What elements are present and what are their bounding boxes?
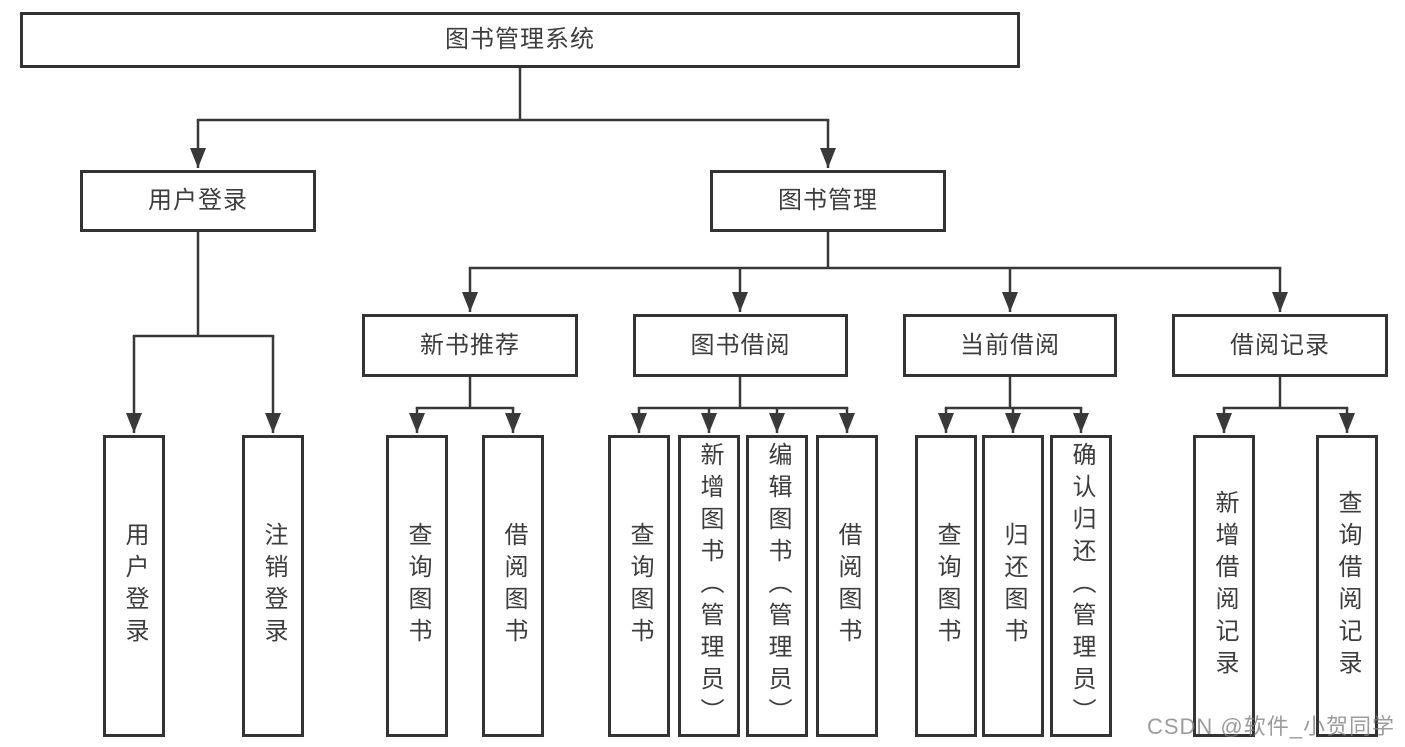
node-root: 图书管理系统 (20, 12, 1020, 68)
leaf-query-books-current: 查询图书 (915, 435, 977, 737)
leaf-confirm-return-admin: 确认归还（管理员） (1050, 435, 1112, 737)
leaf-query-books-recommend: 查询图书 (386, 435, 448, 737)
leaf-borrow-books-borrow: 借阅图书 (816, 435, 878, 737)
node-book-borrowing: 图书借阅 (633, 314, 848, 377)
connector-book-management-children (462, 230, 1288, 312)
leaf-add-borrow-record-label: 新增借阅记录 (1211, 490, 1238, 682)
node-current-borrowing: 当前借阅 (903, 314, 1117, 377)
leaf-add-book-admin-label: 新增图书（管理员） (696, 442, 723, 730)
node-new-book-recommend-label: 新书推荐 (420, 331, 520, 359)
connector-user-login-children (126, 230, 281, 433)
leaf-query-books-borrow: 查询图书 (608, 435, 670, 737)
leaf-user-login: 用户登录 (103, 435, 165, 737)
connector-book-borrowing-children (631, 375, 855, 433)
leaf-query-books-recommend-label: 查询图书 (404, 522, 431, 650)
leaf-borrow-books-borrow-label: 借阅图书 (834, 522, 861, 650)
leaf-edit-book-admin: 编辑图书（管理员） (746, 435, 808, 737)
leaf-logout: 注销登录 (242, 435, 304, 737)
leaf-borrow-books-recommend-label: 借阅图书 (500, 522, 527, 650)
node-book-management: 图书管理 (710, 170, 946, 232)
node-current-borrowing-label: 当前借阅 (960, 331, 1060, 359)
leaf-user-login-label: 用户登录 (121, 522, 148, 650)
leaf-add-borrow-record: 新增借阅记录 (1193, 435, 1255, 737)
connector-root-to-level2 (190, 66, 836, 168)
leaf-edit-book-admin-label: 编辑图书（管理员） (764, 442, 791, 730)
leaf-logout-label: 注销登录 (260, 522, 287, 650)
node-borrowing-records: 借阅记录 (1172, 314, 1388, 377)
leaf-query-borrow-record: 查询借阅记录 (1316, 435, 1378, 737)
leaf-query-borrow-record-label: 查询借阅记录 (1334, 490, 1361, 682)
connector-new-book-recommend-children (409, 375, 521, 433)
node-book-borrowing-label: 图书借阅 (690, 331, 791, 359)
node-root-label: 图书管理系统 (445, 26, 595, 53)
leaf-borrow-books-recommend: 借阅图书 (482, 435, 544, 737)
node-book-management-label: 图书管理 (778, 187, 878, 214)
node-borrowing-records-label: 借阅记录 (1230, 331, 1330, 359)
node-new-book-recommend: 新书推荐 (362, 314, 578, 377)
node-user-login-label: 用户登录 (148, 187, 248, 214)
connector-borrowing-records-children (1216, 375, 1355, 433)
leaf-add-book-admin: 新增图书（管理员） (678, 435, 740, 737)
leaf-query-books-current-label: 查询图书 (933, 522, 960, 650)
connector-current-borrowing-children (938, 375, 1089, 433)
watermark: CSDN @软件_小贺同学 (1146, 714, 1395, 739)
leaf-return-books: 归还图书 (982, 435, 1044, 737)
leaf-query-books-borrow-label: 查询图书 (626, 522, 653, 650)
node-user-login: 用户登录 (80, 170, 316, 232)
leaf-confirm-return-admin-label: 确认归还（管理员） (1068, 442, 1095, 730)
leaf-return-books-label: 归还图书 (1000, 522, 1027, 650)
